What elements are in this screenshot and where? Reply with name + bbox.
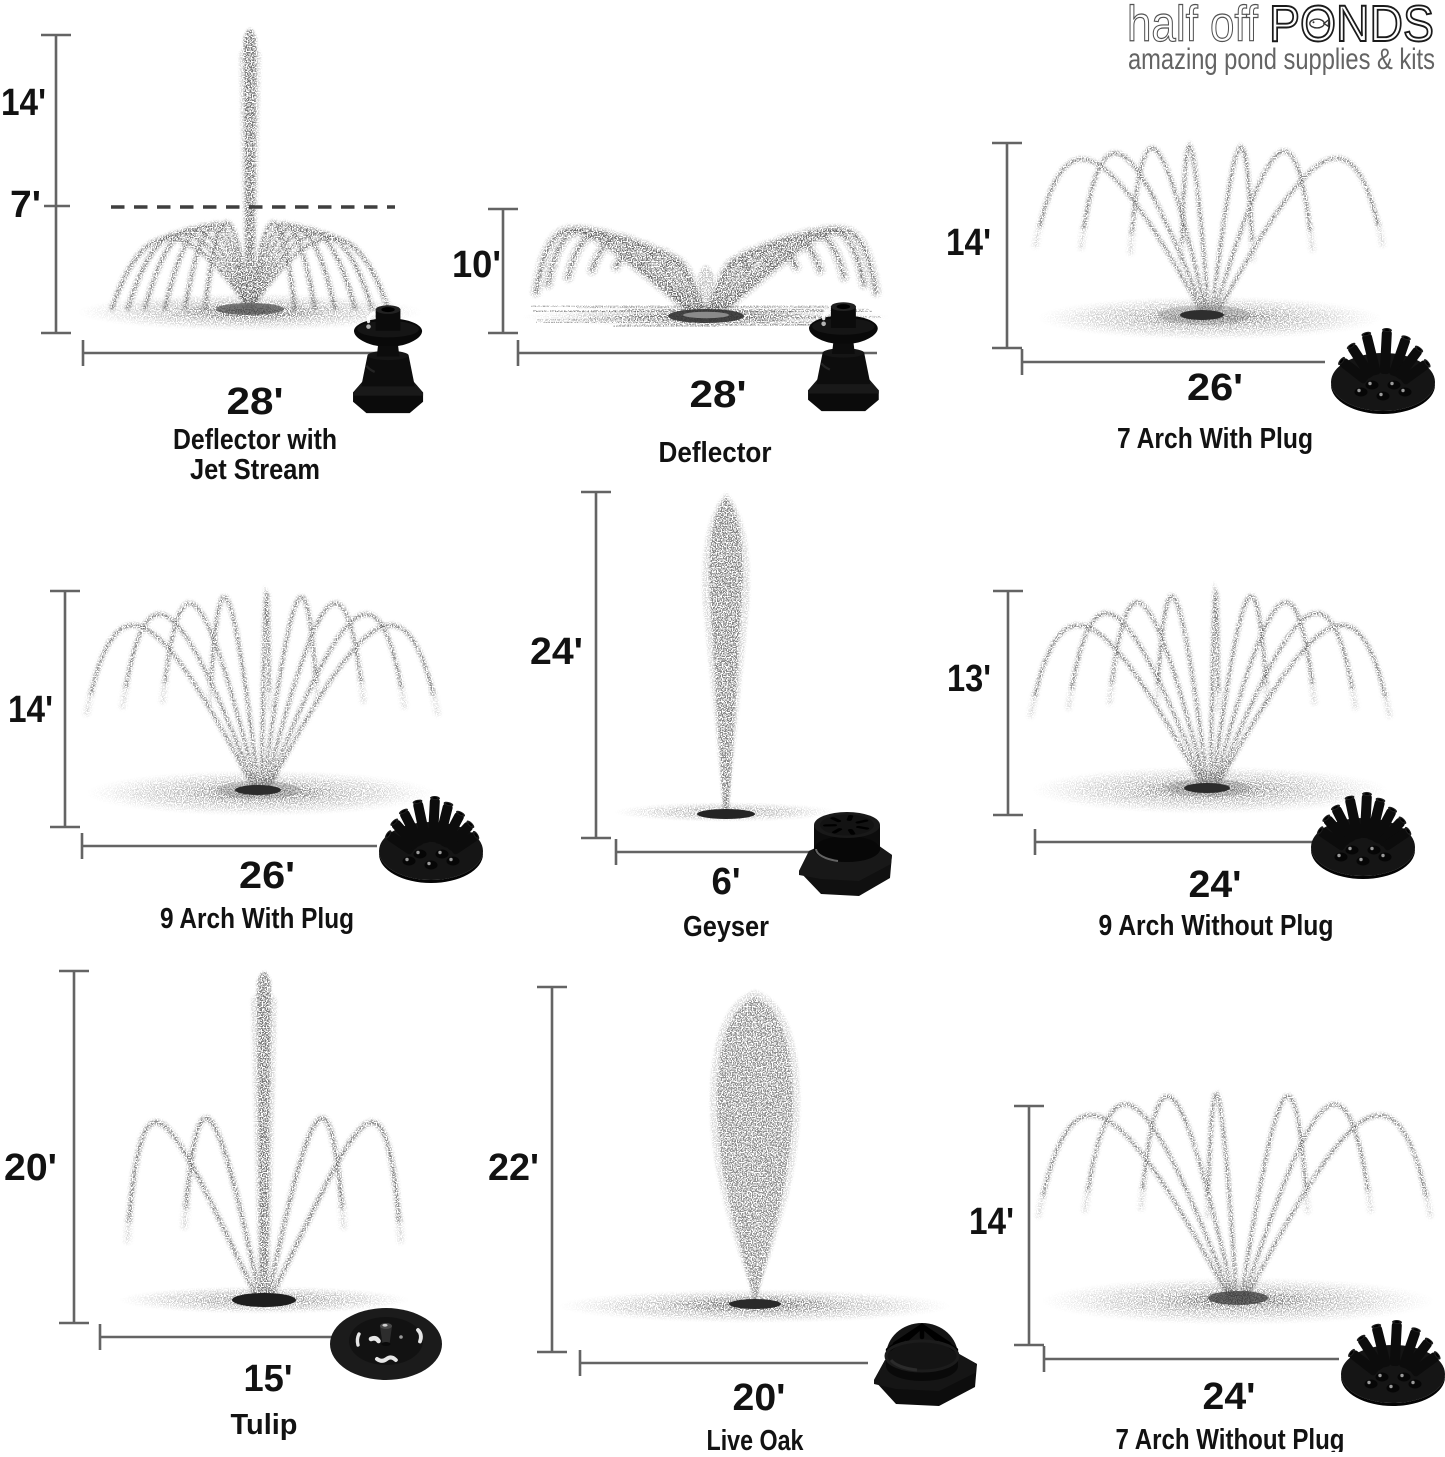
svg-text:14': 14' bbox=[8, 689, 53, 731]
svg-text:28': 28' bbox=[690, 374, 747, 416]
svg-text:Live Oak: Live Oak bbox=[707, 1425, 805, 1452]
svg-text:22': 22' bbox=[488, 1147, 539, 1189]
svg-text:Deflector with: Deflector with bbox=[173, 424, 337, 456]
svg-text:7': 7' bbox=[10, 184, 41, 226]
svg-text:20': 20' bbox=[733, 1377, 786, 1419]
svg-text:6': 6' bbox=[712, 861, 741, 903]
svg-text:amazing pond supplies & kits: amazing pond supplies & kits bbox=[1128, 43, 1435, 76]
svg-text:7 Arch With Plug: 7 Arch With Plug bbox=[1117, 423, 1313, 455]
svg-text:Geyser: Geyser bbox=[683, 911, 769, 943]
svg-text:26': 26' bbox=[239, 855, 295, 897]
svg-text:Jet Stream: Jet Stream bbox=[190, 454, 320, 486]
svg-text:13': 13' bbox=[947, 658, 991, 700]
svg-text:26': 26' bbox=[1187, 367, 1243, 409]
svg-text:Deflector: Deflector bbox=[659, 437, 772, 469]
svg-text:15': 15' bbox=[244, 1358, 293, 1400]
svg-text:7 Arch Without Plug: 7 Arch Without Plug bbox=[1116, 1424, 1345, 1452]
svg-text:10': 10' bbox=[452, 244, 501, 286]
svg-text:Tulip: Tulip bbox=[231, 1409, 298, 1441]
svg-text:PONDS: PONDS bbox=[1269, 0, 1434, 52]
svg-text:24': 24' bbox=[1189, 864, 1242, 906]
svg-text:14': 14' bbox=[946, 222, 991, 264]
svg-text:14': 14' bbox=[969, 1201, 1014, 1243]
svg-text:14': 14' bbox=[1, 82, 46, 124]
svg-text:9 Arch Without Plug: 9 Arch Without Plug bbox=[1099, 910, 1334, 942]
svg-text:9 Arch With Plug: 9 Arch With Plug bbox=[160, 903, 354, 935]
svg-text:24': 24' bbox=[1203, 1376, 1256, 1418]
svg-text:28': 28' bbox=[227, 381, 284, 423]
svg-text:20': 20' bbox=[4, 1147, 57, 1189]
svg-text:24': 24' bbox=[530, 631, 583, 673]
svg-text:half off: half off bbox=[1127, 0, 1258, 52]
